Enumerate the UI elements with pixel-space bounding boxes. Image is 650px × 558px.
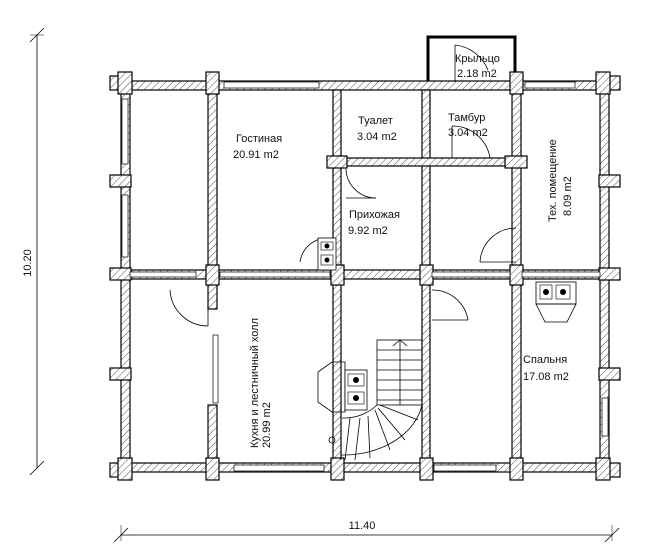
dimension-horizontal — [113, 525, 620, 543]
log-corners — [109, 71, 621, 481]
room-living-name: Гостиная — [236, 133, 282, 145]
room-hall-name: Прихожая — [349, 209, 400, 221]
stove-icon — [317, 237, 337, 271]
room-porch-name: Крыльцо — [455, 53, 500, 65]
dimension-vertical — [29, 27, 45, 476]
kitchen-stove-icon — [317, 361, 368, 413]
room-kitchen-area: 20.99 m2 — [261, 402, 273, 448]
staircase — [328, 339, 423, 461]
room-porch-area: 2.18 m2 — [457, 68, 497, 80]
room-tech-area: 8.09 m2 — [562, 176, 574, 216]
room-toilet-area: 3.04 m2 — [357, 131, 397, 143]
room-hall-area: 9.92 m2 — [348, 225, 388, 237]
room-vestibule-area: 3.04 m2 — [448, 127, 488, 139]
room-kitchen-name: Кухня и лестничный холл — [249, 318, 261, 448]
bedroom-stove-icon — [535, 281, 577, 323]
windows — [121, 81, 609, 472]
room-vestibule-name: Тамбур — [448, 112, 485, 124]
room-bedroom-area: 17.08 m2 — [523, 371, 569, 383]
room-bedroom-name: Спальня — [523, 354, 567, 366]
room-tech-name: Тех. помещение — [547, 139, 559, 222]
room-toilet-name: Туалет — [358, 115, 393, 127]
room-living-area: 20.91 m2 — [233, 149, 279, 161]
dimension-width-label: 11.40 — [349, 520, 376, 532]
dimension-height-label: 10.20 — [22, 249, 34, 277]
